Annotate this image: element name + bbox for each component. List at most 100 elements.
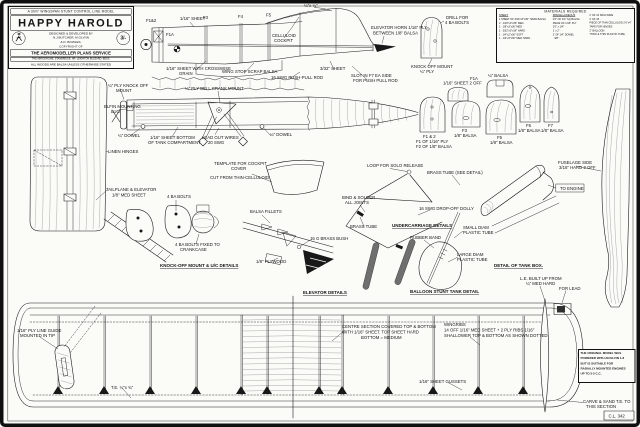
lead-out-wires: [202, 112, 245, 138]
sheet-row: 1 · 3/32"x3"x36" HARD ·: [499, 29, 527, 33]
label-celluloid-2: COCKPIT: [274, 38, 293, 43]
label-ply-knock-2: MOUNT: [116, 88, 132, 93]
label-sheet332: 3/32" SHEET: [320, 66, 346, 71]
designers-line2: & D. BOWLES.: [60, 40, 82, 44]
label-gussets: 1/16" SHEET GUSSETS: [419, 379, 466, 384]
label-knock-mount-2: ¼" PLY: [420, 69, 434, 74]
label-elfin-2: LUG: [111, 109, 120, 114]
heading-knock-off: KNOCK-OFF MOUNT & U/C DETAILS: [160, 263, 238, 268]
uc-leg-1: [362, 242, 380, 290]
wing-saddle: [195, 60, 283, 77]
engine-lug: [126, 106, 134, 111]
brass-tube-piece-1: [356, 210, 364, 217]
note-line: BUT IS SUITABLE FOR: [580, 362, 614, 366]
former-f7: [543, 86, 560, 123]
title-block: A 30½" WINGSPAN STUNT CONTROL LINE MODEL…: [8, 6, 134, 69]
label-f4: F4: [238, 14, 244, 19]
label-f5f-a: F5: [497, 135, 503, 140]
wingspan-banner: A 30½" WINGSPAN STUNT CONTROL LINE MODEL: [10, 8, 132, 15]
misc-row: 2'6" OF 1/4" SQ BALSA: [552, 17, 580, 21]
label-f12-b: F1 OF 1/16" PLY: [416, 139, 448, 144]
dowel-rear: [259, 124, 265, 129]
note-line: THE ORIGINAL MODEL WAS: [580, 352, 622, 355]
label-le-2: ¼" MED HARD: [526, 281, 555, 286]
label-ribs-2: 14 OFF 1/16" MED SHEET + 2 PLY RIBS 1/16…: [444, 328, 535, 333]
brass-bush: [296, 244, 302, 250]
plan-number-box: C.L. 342: [603, 410, 635, 421]
plywood-plate: [265, 253, 282, 265]
label-tank-bot-2: OF TANK COMPARTMENT: [148, 140, 201, 145]
horn-position-dashed: [33, 149, 63, 167]
misc-column-heading: MISCELLANEOUS: [552, 14, 576, 17]
tank-box-detail: [480, 164, 585, 234]
label-bellcrank-mount: ¼" PLY BELL CRANK MOUNT: [185, 86, 244, 91]
aps-logo: [12, 31, 26, 45]
label-dowel-r: ¼" DOWEL: [270, 132, 293, 137]
price-roundel: 3/-: [116, 31, 130, 45]
label-tailplane-2: 1/8" MED SHEET: [112, 193, 146, 198]
label-brass-detail: BRASS TUBE (SEE DETAIL): [427, 170, 483, 175]
sheet-row: 1 · 1/8"x3"x36" MED ·: [499, 25, 524, 29]
bellcrank: [207, 101, 237, 125]
label-plywood: 1/8" PLYWOOD: [256, 259, 286, 264]
label-brass-tube: BRASS TUBE: [350, 224, 377, 229]
brass-tube-piece-2: [395, 243, 404, 250]
former-f1-2: [419, 96, 446, 133]
label-ribs-3: SHALLOWER TOP & BOTTOM AS SHOWN DOTTED.: [444, 333, 549, 338]
plan-number: C.L. 342: [609, 413, 626, 418]
torn-sheet-band: [151, 76, 305, 91]
former-notched: [486, 79, 514, 98]
sheet-gussets: [53, 386, 528, 394]
label-elfin-1: ELFIN MOUNTING: [104, 104, 141, 109]
undercarriage-detail: [345, 168, 461, 290]
label-ba-bolts: 4 BA BOLTS: [167, 194, 191, 199]
label-for-lead: FOR LEAD: [559, 286, 581, 291]
hinge-top-view-1: [368, 102, 379, 110]
note-line: POWERED WITH AN ELFIN 1·8: [580, 357, 625, 361]
knock-off-mount-detail: [103, 200, 219, 263]
wire-row: THICK & THIN PLASTIC TUBE: [589, 33, 625, 37]
label-template-3: CUT FROM THIN-CELLULOID: [210, 175, 269, 180]
cockpit-template: [251, 159, 325, 195]
former-f3: [451, 100, 481, 128]
balloon-tank-detail: [418, 211, 464, 290]
engine-bay: [153, 30, 164, 43]
crankcase: [191, 210, 215, 234]
elevator-horn-side: [374, 44, 396, 52]
label-f1a-sheet-1: F1A: [470, 76, 478, 81]
balloon: [418, 241, 462, 290]
knock-off-bar: [120, 100, 127, 130]
running-man-icon: [15, 32, 22, 42]
label-f1a-sheet-2: 1/16" SHEET 2 OFF: [443, 81, 482, 86]
wire-row: PIECE OF THIN CELLULOID 2½"x4": [589, 21, 632, 25]
label-balsa-fillets: BALSA FILLETS: [250, 209, 282, 214]
label-drill-2: 4 BA BOLTS: [445, 20, 469, 25]
label-slot-2: FOR PUSH PULL ROD: [353, 78, 398, 83]
te-section-profile: [540, 298, 550, 413]
plan-title: HAPPY HAROLD: [10, 15, 132, 31]
sheet-row: 1 · 1/4"x3"x36" MED HARD ·: [499, 37, 532, 41]
label-f12-a: F1 & 2: [423, 134, 436, 139]
undercarriage-wire: [345, 173, 443, 249]
label-f6f-a: F6: [526, 123, 532, 128]
copyright-line: COPYRIGHT OF: [59, 45, 83, 49]
knock-off-cross: [111, 109, 121, 123]
callout-labels: F1&2 F1A 1/16" SHEET F3 F4 F5 ¼"x ¼" CEL…: [17, 3, 631, 409]
label-f1a-nose: F1A: [166, 32, 174, 37]
label-template-2: COVER: [231, 166, 246, 171]
materials-box: MATERIALS REQUIRED SHEET: 1 SHEET OF 3/1…: [496, 8, 635, 63]
label-fus-side-1: FUSELAGE SIDE: [558, 160, 592, 165]
label-quarter-balsa: ¼" BALSA: [488, 73, 508, 78]
label-leadout-2: 20 SWG: [208, 140, 225, 145]
label-elev-horn-2: BETWEEN 1/8" BALSA: [373, 31, 418, 36]
sheet-row: 1 SHEET OF 3/16"x3"x36" HARD BALSA: [499, 17, 546, 21]
misc-row: PIECE OF 1/16" PLY: [552, 21, 577, 25]
designed-by: DESIGNED & DEVELOPED BY: [49, 31, 93, 36]
misc-row: 1' x 2" · ·: [552, 29, 563, 33]
label-crank-2: CRANKCASE: [180, 247, 207, 252]
label-f1-2: F1&2: [146, 18, 157, 23]
wing-plan: [12, 285, 584, 419]
materials-sheet-column: SHEET: 1 SHEET OF 3/16"x3"x36" HARD BALS…: [499, 14, 550, 41]
